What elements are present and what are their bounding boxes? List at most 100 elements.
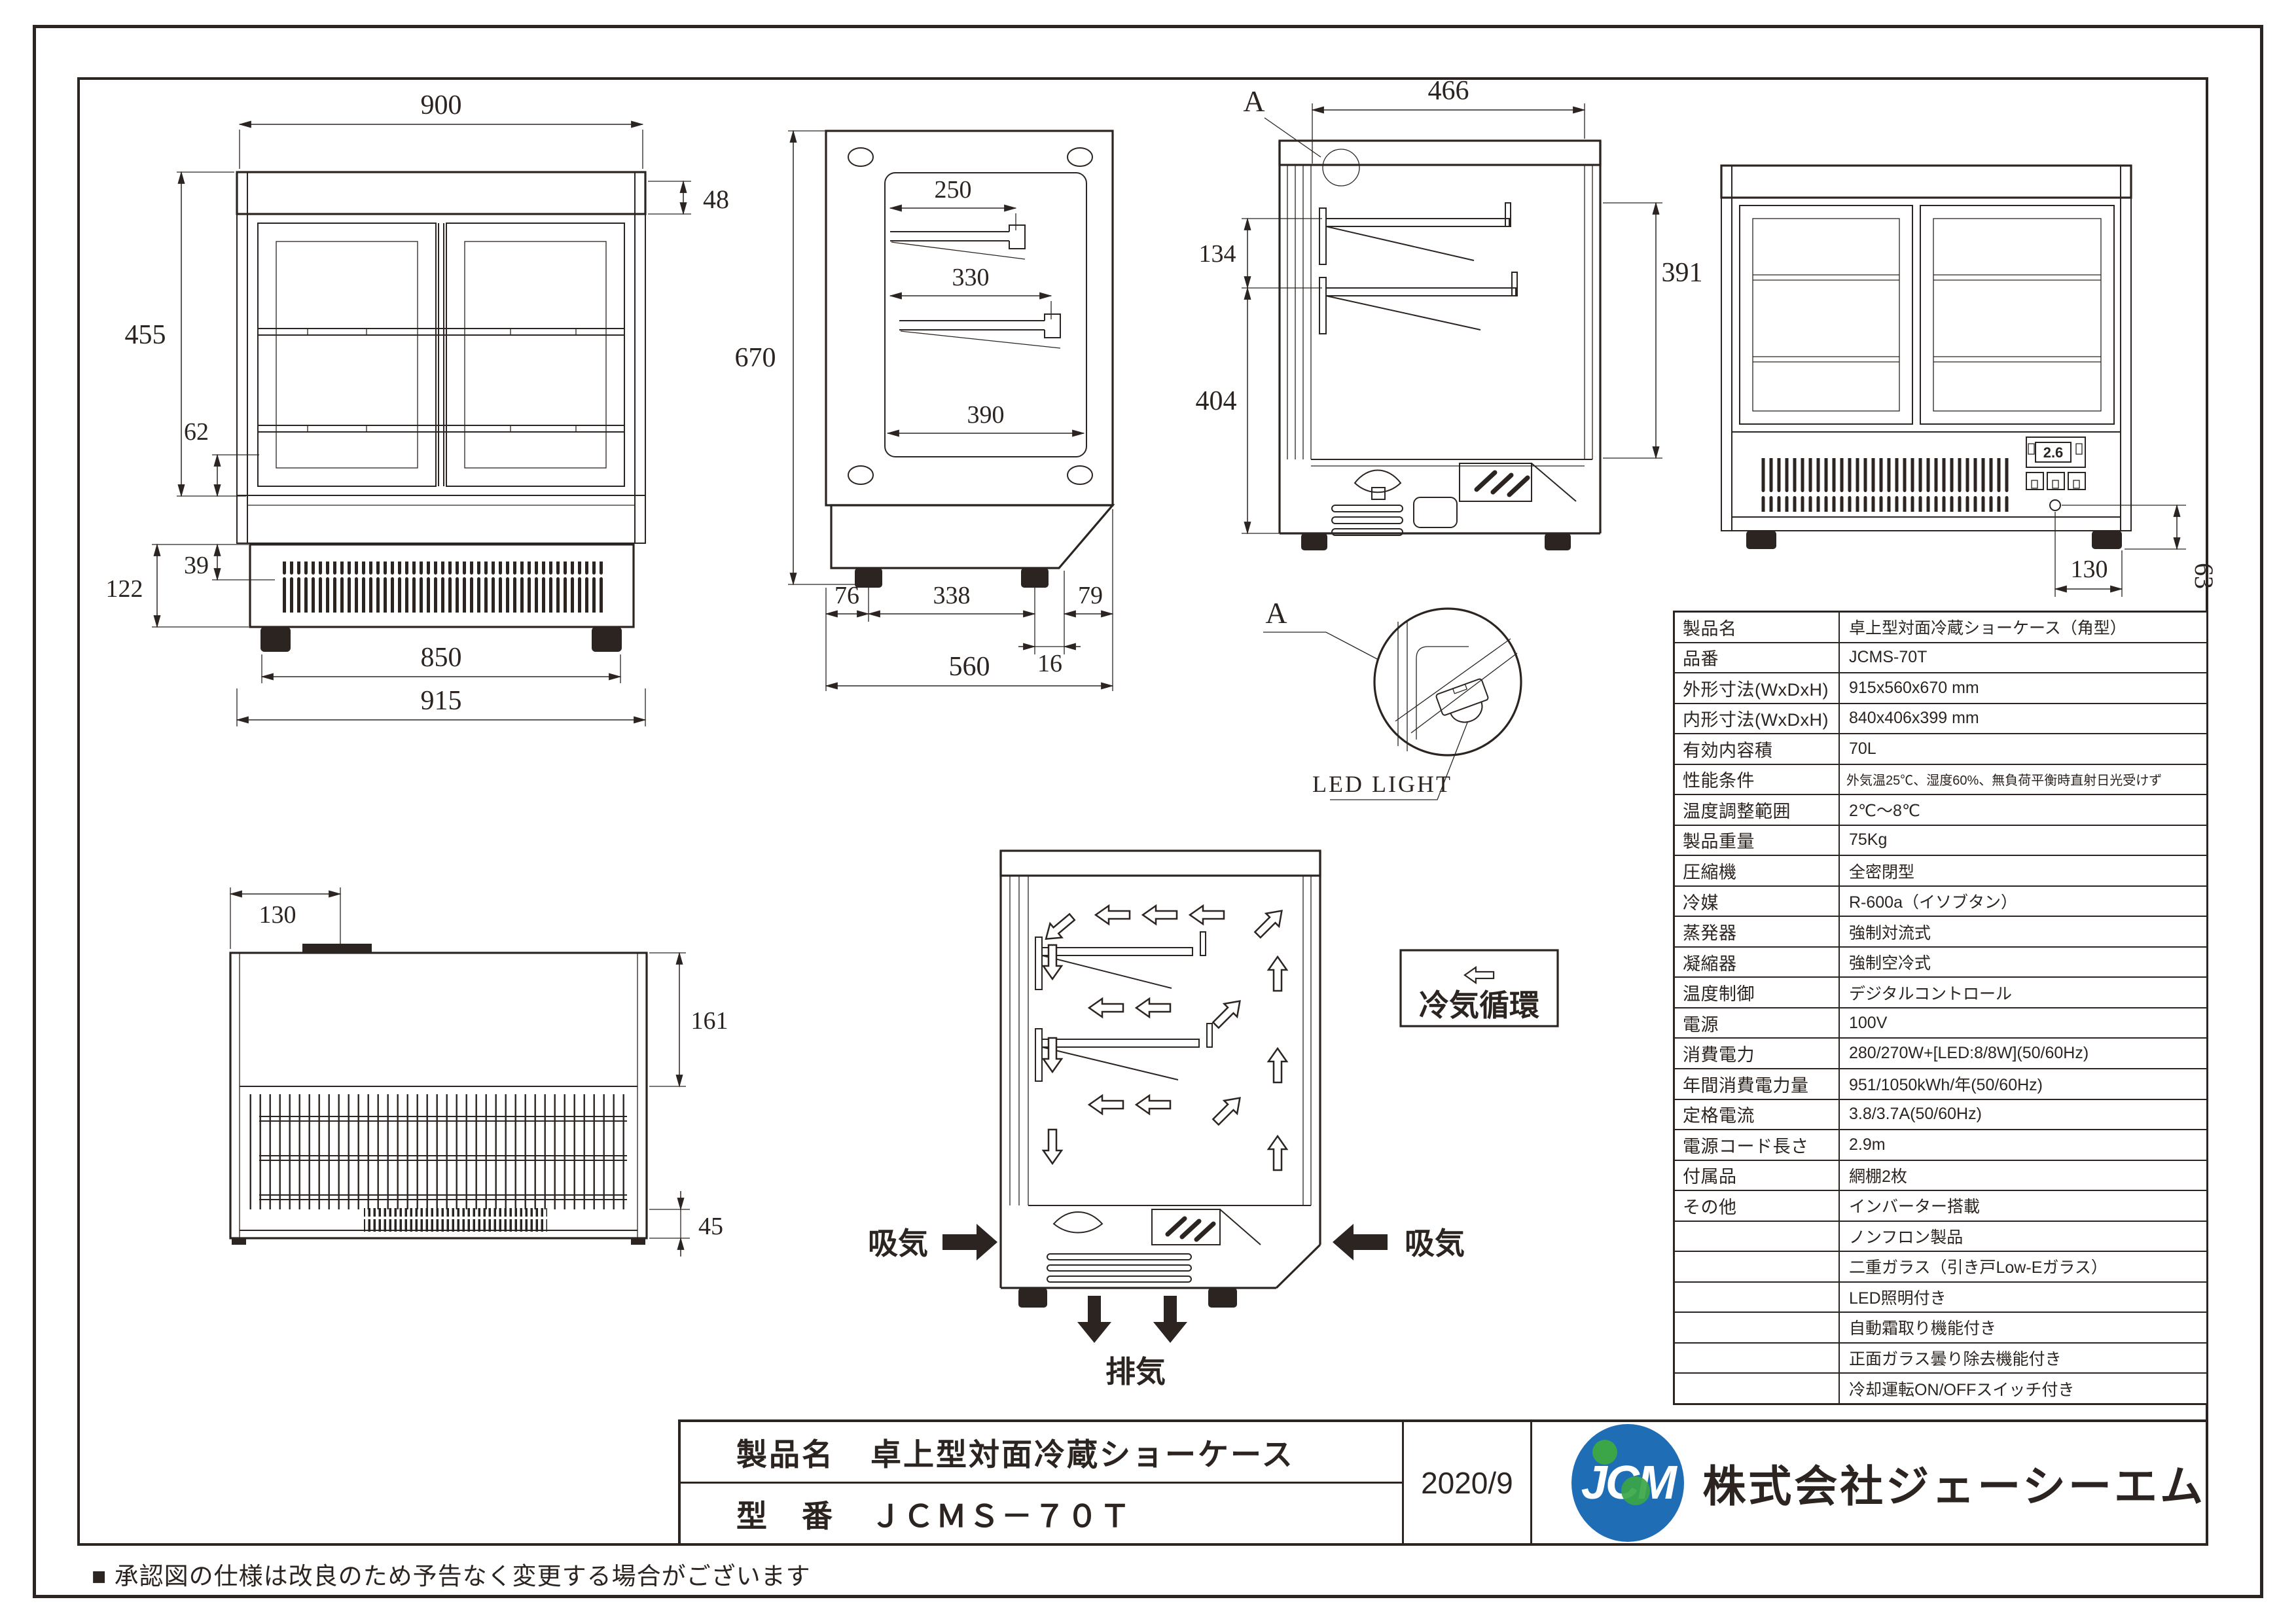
dim-front-48: 48 <box>703 185 729 214</box>
bottom-vent-grille <box>364 1208 547 1232</box>
controller-display: 2.6 <box>2043 444 2064 461</box>
dim-top-330: 330 <box>952 264 990 291</box>
spec-row: 凝縮器強制空冷式 <box>1675 947 2206 978</box>
spec-label: 圧縮機 <box>1675 856 1840 885</box>
spec-value: デジタルコントロール <box>1849 984 2013 1003</box>
rear-vent-grille <box>1757 458 2013 512</box>
dim-front-850: 850 <box>421 643 462 673</box>
dim-top-16: 16 <box>1037 650 1062 677</box>
spec-row: 蒸発器強制対流式 <box>1675 917 2206 948</box>
title-logo-cell: JCM 株式会社ジェーシーエム <box>1532 1422 2206 1543</box>
title-model-value: ＪＣＭＳ－７０Ｔ <box>870 1499 1132 1533</box>
spec-row: 内形寸法(WxDxH) 840x406x399 mm <box>1675 704 2206 735</box>
detail-a-view: A LED LIGHT <box>1263 596 1522 800</box>
spec-row: LED照明付き <box>1675 1282 2206 1313</box>
spec-label: 内形寸法(WxDxH) <box>1675 704 1840 734</box>
spec-row: 温度制御デジタルコントロール <box>1675 978 2206 1008</box>
circulation-legend-label: 冷気循環 <box>1419 988 1539 1022</box>
dim-top-338: 338 <box>933 582 971 609</box>
spec-label: 有効内容積 <box>1675 734 1840 764</box>
spec-value: 外気温25℃、湿度60%、無負荷平衡時直射日光受けず <box>1846 774 2162 789</box>
spec-value: 951/1050kWh/年(50/60Hz) <box>1849 1076 2043 1095</box>
spec-label <box>1675 1374 1840 1403</box>
spec-value: 網棚2枚 <box>1849 1167 1907 1186</box>
spec-label <box>1675 1221 1840 1251</box>
spec-row: 自動霜取り機能付き <box>1675 1313 2206 1344</box>
exhaust-arrow <box>1153 1296 1187 1343</box>
dim-top-670: 670 <box>735 343 776 373</box>
spec-value: 卓上型対面冷蔵ショーケース（角型） <box>1849 619 2126 638</box>
spec-value: JCMS-70T <box>1849 648 1928 667</box>
spec-label: 製品重量 <box>1675 825 1840 855</box>
spec-value: 2.9m <box>1849 1135 1886 1154</box>
spec-label: 製品名 <box>1675 613 1840 642</box>
company-name: 株式会社ジェーシーエム <box>1702 1461 2206 1510</box>
controller-button <box>2068 472 2086 490</box>
spec-label: 温度調整範囲 <box>1675 795 1840 825</box>
dim-rear-130: 130 <box>2071 556 2108 583</box>
spec-label: その他 <box>1675 1191 1840 1221</box>
exhaust-arrow <box>1077 1296 1111 1343</box>
title-date-cell: 2020/9 <box>1404 1422 1533 1543</box>
dim-front-62: 62 <box>184 418 209 446</box>
spec-label: 消費電力 <box>1675 1039 1840 1068</box>
spec-value: 75Kg <box>1849 830 1888 849</box>
spec-row: 圧縮機全密閉型 <box>1675 856 2206 887</box>
top-foot-right <box>1021 568 1049 588</box>
spec-label: 年間消費電力量 <box>1675 1069 1840 1099</box>
front-view: 900 <box>106 90 729 726</box>
intake-left-label: 吸気 <box>868 1226 928 1260</box>
top-foot-left <box>855 568 882 588</box>
spec-row: 冷却運転ON/OFFスイッチ付き <box>1675 1374 2206 1403</box>
title-model-row: 型 番 ＪＣＭＳ－７０Ｔ <box>681 1484 1402 1543</box>
dim-section-466: 466 <box>1428 76 1469 106</box>
dim-rear-63: 63 <box>2189 563 2219 589</box>
spec-row: 性能条件外気温25℃、湿度60%、無負荷平衡時直射日光受けず <box>1675 764 2206 796</box>
controller-button <box>2026 472 2044 490</box>
dim-bottom-130: 130 <box>259 901 296 929</box>
spec-label: 外形寸法(WxDxH) <box>1675 673 1840 703</box>
spec-value: R-600a（イソブタン） <box>1849 893 2017 912</box>
intake-right-label: 吸気 <box>1405 1226 1465 1260</box>
title-date: 2020/9 <box>1421 1465 1513 1500</box>
spec-value: インバーター搭載 <box>1849 1198 1981 1217</box>
section-callout-a: A <box>1243 84 1265 118</box>
dim-front-455: 455 <box>125 320 166 350</box>
rear-foot-left <box>1746 531 1776 549</box>
section-view: A 466 <box>1196 76 1703 550</box>
spec-label: 電源 <box>1675 1008 1840 1038</box>
spec-row: 有効内容積 70L <box>1675 734 2206 765</box>
top-view: 670 250 330 390 <box>735 130 1115 691</box>
spec-value: 2℃～8℃ <box>1849 802 1920 821</box>
spec-label <box>1675 1252 1840 1281</box>
spec-label: 温度制御 <box>1675 978 1840 1007</box>
temperature-controller: 2.6 <box>2026 437 2086 490</box>
spec-row: 製品重量 75Kg <box>1675 825 2206 857</box>
dim-front-122: 122 <box>106 575 143 603</box>
rear-view: 2.6 130 63 <box>1720 164 2219 597</box>
spec-value: 強制空冷式 <box>1849 954 1931 973</box>
bottom-tab <box>302 944 372 953</box>
spec-value: 70L <box>1849 739 1876 758</box>
bottom-wire-grid <box>249 1094 628 1209</box>
dim-front-915: 915 <box>421 686 462 716</box>
intake-right-arrow <box>1333 1224 1388 1260</box>
spec-value: 840x406x399 mm <box>1849 709 1979 728</box>
dim-top-390: 390 <box>967 401 1005 429</box>
spec-label <box>1675 1313 1840 1342</box>
spec-row: 年間消費電力量 951/1050kWh/年(50/60Hz) <box>1675 1069 2206 1100</box>
title-product-label: 製品名 <box>736 1437 834 1472</box>
spec-row: ノンフロン製品 <box>1675 1221 2206 1253</box>
title-product-name: 卓上型対面冷蔵ショーケース <box>870 1437 1295 1472</box>
approval-note: ■ 承認図の仕様は改良のため予告なく変更する場合がございます <box>92 1563 811 1590</box>
front-vent-grille <box>280 562 603 613</box>
spec-value: 自動霜取り機能付き <box>1849 1319 1997 1338</box>
title-block: 製品名 卓上型対面冷蔵ショーケース 型 番 ＪＣＭＳ－７０Ｔ 2020/9 JC… <box>678 1419 2208 1546</box>
spec-value: 正面ガラス曇り除去機能付き <box>1849 1350 2062 1369</box>
title-model-label: 型 番 <box>736 1499 834 1533</box>
spec-row: 温度調整範囲 2℃～8℃ <box>1675 795 2206 826</box>
